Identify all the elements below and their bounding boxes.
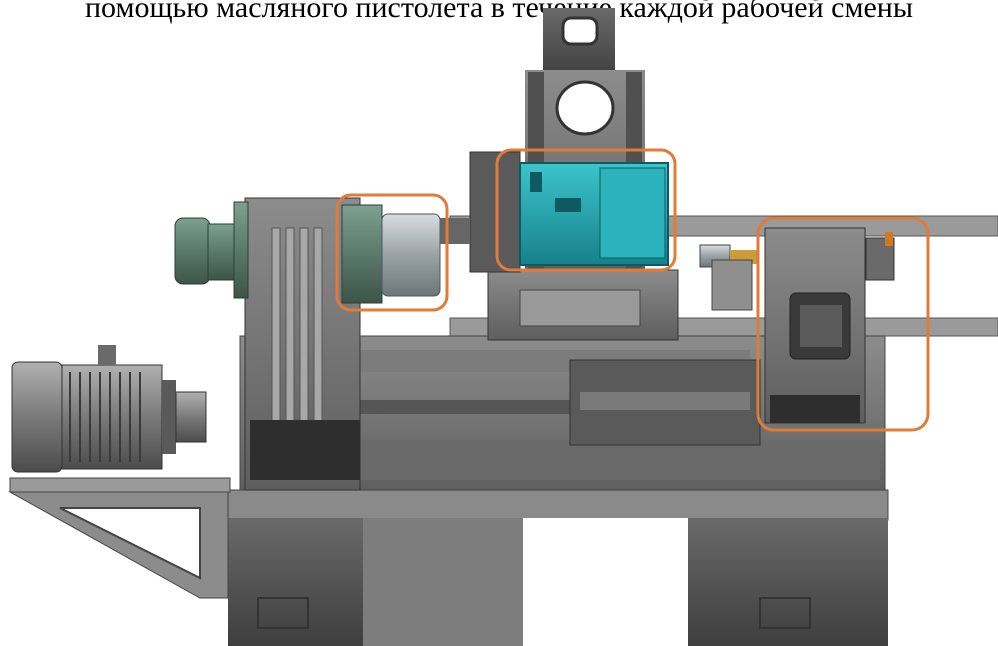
caption-text: помощью масляного пистолета в течение ка… [84, 0, 914, 24]
highlight-spindle-cylinder [335, 193, 449, 312]
spindle-pulley [174, 201, 441, 304]
turret-slide [440, 151, 679, 341]
turret-head [519, 162, 669, 266]
tool-holder [699, 244, 758, 311]
highlight-tailstock [756, 216, 930, 432]
tailstock [764, 227, 895, 424]
highlight-turret-head [495, 148, 677, 272]
motor-bracket [8, 477, 231, 599]
electric-motor [11, 345, 207, 473]
machine-base [227, 489, 889, 646]
headstock-housing [244, 197, 361, 491]
